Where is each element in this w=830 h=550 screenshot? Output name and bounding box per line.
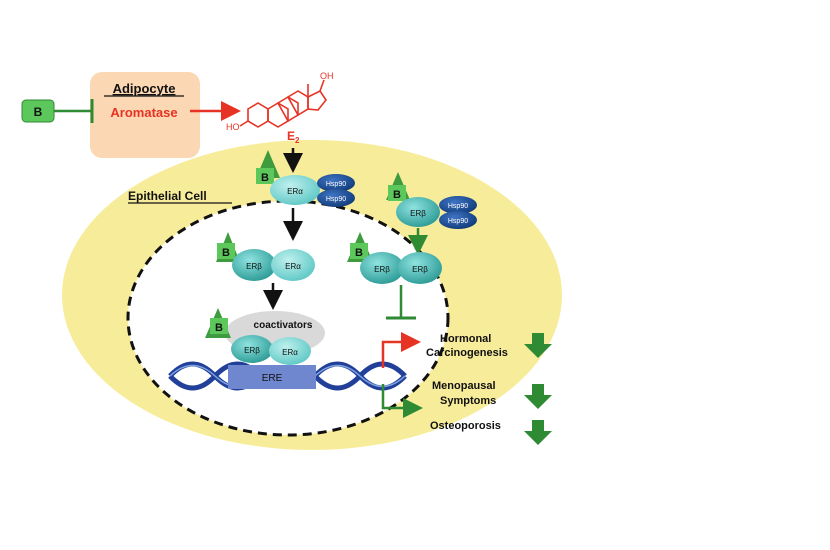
ligand-b-letter: B <box>355 247 363 259</box>
er-alpha-label: ERα <box>282 348 298 357</box>
outcome-osteoporosis: Osteoporosis <box>430 420 501 432</box>
er-alpha-receptor <box>271 249 315 281</box>
er-beta-label: ERβ <box>410 209 426 218</box>
transcription-red-arrow <box>381 332 421 368</box>
adipocyte-box <box>90 72 200 158</box>
er-beta-receptor <box>232 249 276 281</box>
outcome-hormonal-line1: Hormonal <box>440 333 491 345</box>
adipocyte-title: Adipocyte <box>113 81 176 96</box>
ligand-b-letter: B <box>393 189 401 201</box>
outcome-menopausal-line1: Menopausal <box>432 380 496 392</box>
epithelial-cell-label: Epithelial Cell <box>128 189 207 203</box>
er-beta-receptor <box>231 335 273 363</box>
hsp90-lower-label: Hsp90 <box>326 196 346 203</box>
ligand-b-box <box>256 168 274 184</box>
ere-box <box>228 365 316 389</box>
outcome-hormonal-line2: Carcinogenesis <box>426 347 508 359</box>
er-beta-label: ERβ <box>244 346 260 355</box>
er-alpha-receptor <box>269 337 311 365</box>
hsp90-upper-label: Hsp90 <box>448 203 468 210</box>
ligand-b-letter: B <box>215 322 223 334</box>
hsp90-lower-label: Hsp90 <box>448 218 468 225</box>
er-beta-label: ERβ <box>412 265 428 274</box>
er-alpha-label: ERα <box>285 262 301 271</box>
estradiol-oh-top: OH <box>320 71 334 81</box>
decrease-arrow-menopausal <box>524 384 552 409</box>
outcome-menopausal-line2: Symptoms <box>440 395 496 407</box>
estradiol-name-base: E <box>287 129 295 143</box>
er-beta-receptor <box>360 252 404 284</box>
er-alpha-label: ERα <box>287 187 303 196</box>
hsp90-upper <box>439 196 477 214</box>
hsp90-upper <box>317 174 355 192</box>
inhibitor-b-label: B <box>34 105 43 119</box>
er-alpha-receptor <box>270 175 320 205</box>
hsp90-upper-label: Hsp90 <box>326 181 346 188</box>
ere-label: ERE <box>262 373 283 384</box>
estradiol-oh-left: HO <box>226 122 240 132</box>
estradiol-structure <box>239 79 327 128</box>
er-beta-label: ERβ <box>246 262 262 271</box>
decrease-arrow-osteoporosis <box>524 420 552 445</box>
aromatase-label: Aromatase <box>110 105 177 120</box>
hsp90-lower <box>317 189 355 207</box>
ligand-b-letter: B <box>261 172 269 184</box>
er-beta-label: ERβ <box>374 265 390 274</box>
er-beta-receptor <box>396 197 440 227</box>
decrease-arrow-hormonal <box>524 333 552 358</box>
estradiol-name-sub: 2 <box>295 136 300 145</box>
ligand-b-letter: B <box>222 247 230 259</box>
ligand-b-box <box>350 243 368 259</box>
coactivators-label: coactivators <box>254 320 313 331</box>
er-beta-receptor <box>398 252 442 284</box>
ligand-b-box <box>217 243 235 259</box>
ligand-b-box <box>388 185 406 201</box>
transcription-green-arrow <box>381 384 423 418</box>
hsp90-lower <box>439 211 477 229</box>
ligand-b-box <box>210 318 228 334</box>
estradiol-name: E2 <box>287 129 300 145</box>
